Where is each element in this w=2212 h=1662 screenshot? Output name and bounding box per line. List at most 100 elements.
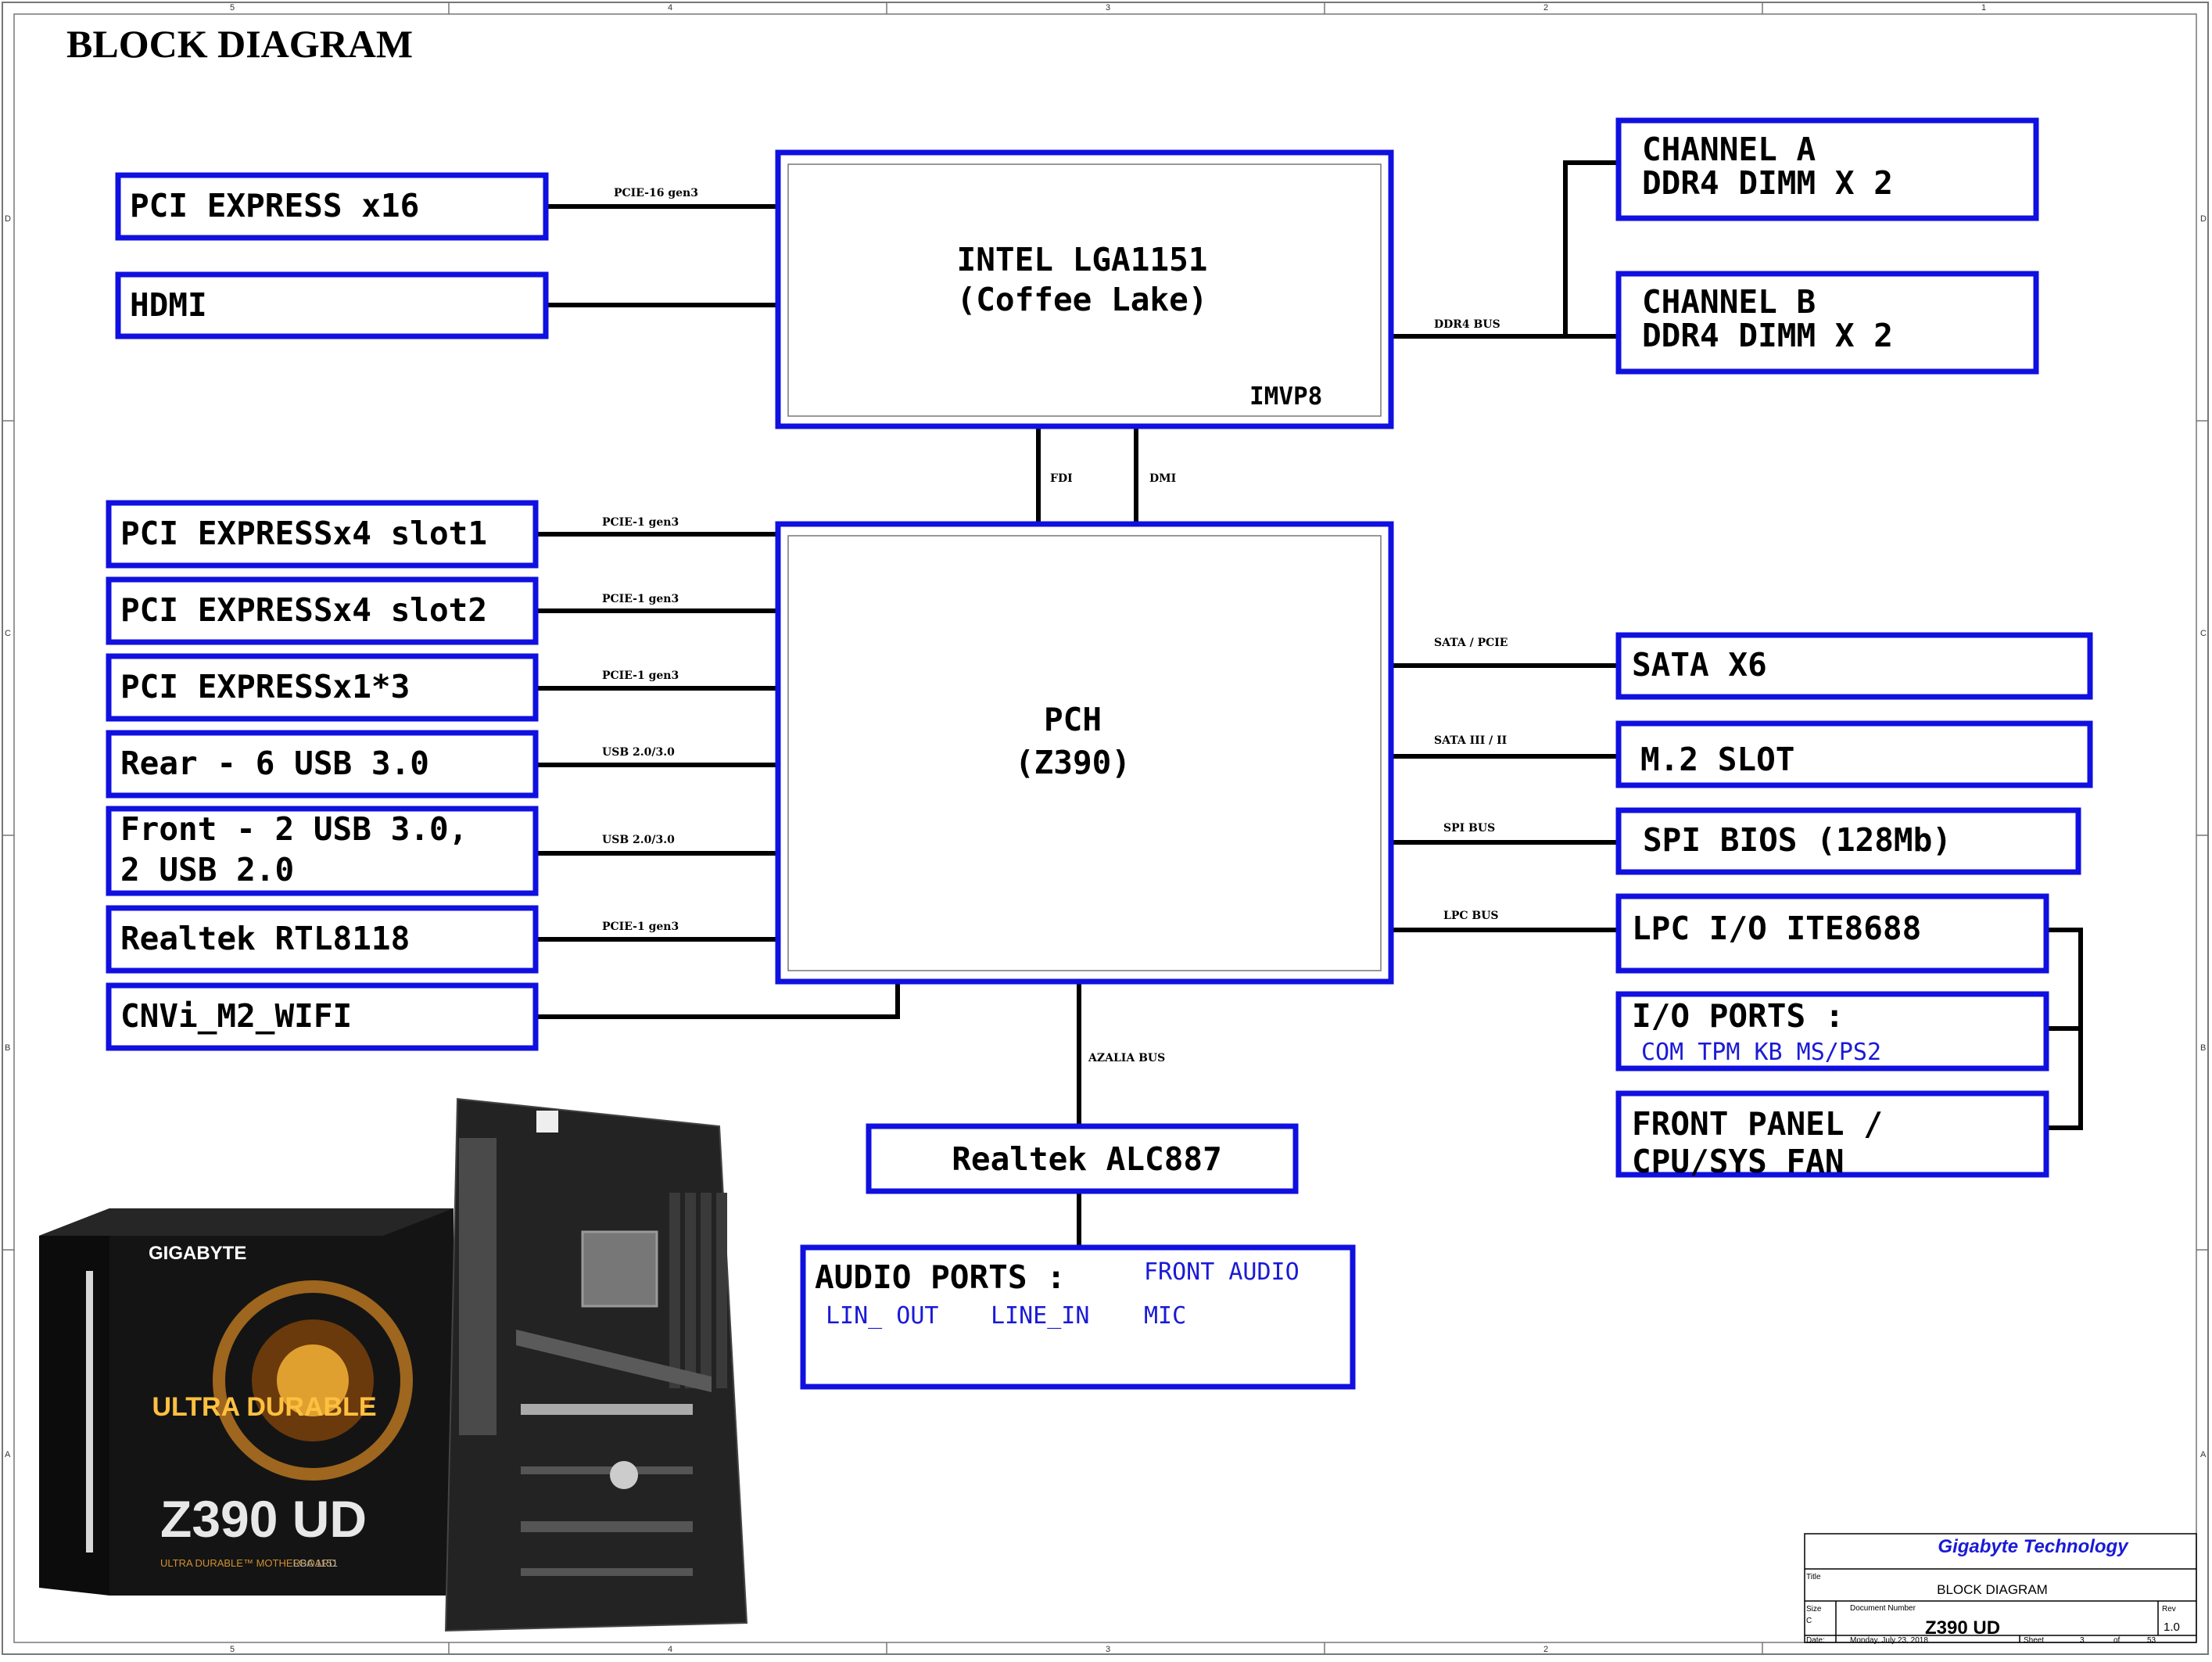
block-audio-ports[interactable]: AUDIO PORTS : FRONT AUDIO LIN_ OUT LINE_… <box>800 1244 1356 1390</box>
block-sata-label: SATA X6 <box>1632 646 1767 684</box>
tb-sheet-value: 3 <box>2080 1636 2085 1645</box>
row-label-b-right: B <box>2200 1043 2206 1053</box>
tb-sheet-label: Sheet <box>2024 1636 2044 1645</box>
block-pcie-x4-slot2[interactable]: PCI EXPRESSx4 slot2 <box>106 576 539 645</box>
block-pcie-x16-label: PCI EXPRESS x16 <box>130 187 419 224</box>
bus-label-lpc: LPC BUS <box>1443 910 1499 922</box>
block-channel-b[interactable]: CHANNEL B DDR4 DIMM X 2 <box>1615 271 2039 375</box>
col-label-3: 3 <box>1106 3 1110 13</box>
col-label-2-bottom: 2 <box>1543 1645 1548 1654</box>
row-label-c: C <box>5 629 11 638</box>
title-block <box>1804 1533 2197 1643</box>
block-hdmi[interactable]: HDMI <box>115 271 549 339</box>
block-hdmi-label: HDMI <box>130 286 207 324</box>
block-realtek-lan[interactable]: Realtek RTL8118 <box>106 905 539 974</box>
block-spi-bios[interactable]: SPI BIOS (128Mb) <box>1615 807 2081 875</box>
block-pcie-x4-slot1-label: PCI EXPRESSx4 slot1 <box>120 515 487 552</box>
bus-label-spi: SPI BUS <box>1443 822 1495 835</box>
block-front-usb-line1: Front - 2 USB 3.0, <box>120 810 468 848</box>
block-rear-usb-label: Rear - 6 USB 3.0 <box>120 745 429 782</box>
cpu-block[interactable]: INTEL LGA1151 (Coffee Lake) IMVP8 <box>775 149 1394 429</box>
block-pcie-x1-label: PCI EXPRESSx1*3 <box>120 668 410 705</box>
tb-title-label: Title <box>1806 1573 1821 1581</box>
block-audio-mic: MIC <box>1144 1302 1186 1330</box>
cpu-codename: (Coffee Lake) <box>957 281 1208 318</box>
col-label-1: 1 <box>1981 3 1986 13</box>
block-pcie-x4-slot2-label: PCI EXPRESSx4 slot2 <box>120 591 487 629</box>
col-label-5-bottom: 5 <box>230 1645 235 1654</box>
block-channel-b-line1: CHANNEL B <box>1642 283 1816 321</box>
bus-label-m2: SATA III / II <box>1434 734 1507 747</box>
block-realtek-audio[interactable]: Realtek ALC887 <box>866 1123 1299 1194</box>
tb-company: Gigabyte Technology <box>1938 1536 2129 1557</box>
box-badge: ULTRA DURABLE <box>152 1392 376 1422</box>
block-lpc-io-label: LPC I/O ITE8688 <box>1632 910 1921 947</box>
block-audio-lineout: LIN_ OUT <box>826 1302 939 1330</box>
block-channel-b-line2: DDR4 DIMM X 2 <box>1642 317 1893 354</box>
col-label-3-bottom: 3 <box>1106 1645 1110 1654</box>
block-lpc-io[interactable]: LPC I/O ITE8688 <box>1615 893 2049 974</box>
box-tagline: ULTRA DURABLE™ MOTHERBOARD <box>160 1557 336 1569</box>
bus-label-x1: PCIE-1 gen3 <box>602 669 679 682</box>
row-label-a: A <box>5 1450 11 1459</box>
block-front-usb[interactable]: Front - 2 USB 3.0, 2 USB 2.0 <box>106 806 539 896</box>
block-pcie-x1[interactable]: PCI EXPRESSx1*3 <box>106 653 539 722</box>
block-rear-usb[interactable]: Rear - 6 USB 3.0 <box>106 730 539 799</box>
col-label-2: 2 <box>1543 3 1548 13</box>
bus-label-azalia: AZALIA BUS <box>1088 1052 1165 1064</box>
tb-of-label: of <box>2113 1636 2121 1645</box>
tb-total-sheets: 53 <box>2147 1636 2156 1645</box>
pch-model: (Z390) <box>1015 744 1131 781</box>
block-audio-linein: LINE_IN <box>991 1302 1089 1330</box>
cpu-vr-label: IMVP8 <box>1249 382 1322 411</box>
box-brand: GIGABYTE <box>149 1243 246 1264</box>
row-label-c-right: C <box>2200 629 2207 638</box>
block-io-ports[interactable]: I/O PORTS : COM TPM KB MS/PS2 <box>1615 991 2049 1072</box>
bus-label-sata: SATA / PCIE <box>1434 637 1508 649</box>
box-socket: LGA 1151 <box>293 1557 338 1569</box>
block-front-usb-line2: 2 USB 2.0 <box>120 851 294 888</box>
block-channel-a[interactable]: CHANNEL A DDR4 DIMM X 2 <box>1615 117 2039 221</box>
tb-date-value: Monday, July 23, 2018 <box>1850 1636 1928 1645</box>
bus-label-dmi: DMI <box>1149 472 1176 485</box>
tb-date-label: Date: <box>1806 1636 1825 1645</box>
connection-lines <box>536 160 2083 1247</box>
block-m2-slot[interactable]: M.2 SLOT <box>1615 720 2093 788</box>
tb-docnum-value: Z390 UD <box>1925 1617 2000 1639</box>
block-channel-a-line2: DDR4 DIMM X 2 <box>1642 164 1893 202</box>
bus-label-rear-usb: USB 2.0/3.0 <box>602 746 675 759</box>
bus-label-fdi: FDI <box>1050 472 1073 485</box>
row-label-b: B <box>5 1043 10 1053</box>
page-title: BLOCK DIAGRAM <box>66 22 413 66</box>
tb-size-value: C <box>1806 1617 1812 1625</box>
bus-label-front-usb: USB 2.0/3.0 <box>602 834 675 846</box>
bus-label-slot1: PCIE-1 gen3 <box>602 516 679 529</box>
row-label-d: D <box>5 214 11 224</box>
col-label-4-bottom: 4 <box>668 1645 672 1654</box>
bus-label-ddr4: DDR4 BUS <box>1434 318 1500 331</box>
block-pcie-x4-slot1[interactable]: PCI EXPRESSx4 slot1 <box>106 500 539 569</box>
row-label-a-right: A <box>2200 1450 2207 1459</box>
product-image: GIGABYTE ULTRA DURABLE Z390 UD ULTRA DUR… <box>39 1097 748 1632</box>
col-label-4: 4 <box>668 3 672 13</box>
block-cnvi-wifi[interactable]: CNVi_M2_WIFI <box>106 982 539 1051</box>
bus-label-slot2: PCIE-1 gen3 <box>602 593 679 605</box>
col-label-5: 5 <box>230 3 235 13</box>
block-cnvi-wifi-label: CNVi_M2_WIFI <box>120 997 352 1035</box>
box-model: Z390 UD <box>160 1490 367 1548</box>
block-m2-slot-label: M.2 SLOT <box>1640 741 1794 778</box>
block-audio-ports-title: AUDIO PORTS : <box>815 1258 1066 1296</box>
tb-title-value: BLOCK DIAGRAM <box>1937 1582 2048 1597</box>
pch-block[interactable]: PCH (Z390) <box>775 521 1394 985</box>
block-front-panel-line1: FRONT PANEL / <box>1632 1105 1883 1143</box>
block-realtek-audio-label: Realtek ALC887 <box>952 1140 1222 1178</box>
block-sata[interactable]: SATA X6 <box>1615 632 2093 700</box>
block-front-panel[interactable]: FRONT PANEL / CPU/SYS FAN <box>1615 1090 2049 1180</box>
block-pcie-x16[interactable]: PCI EXPRESS x16 <box>115 172 549 241</box>
block-io-ports-title: I/O PORTS : <box>1632 997 1845 1035</box>
block-channel-a-line1: CHANNEL A <box>1642 131 1816 168</box>
tb-rev-label: Rev <box>2162 1605 2176 1614</box>
